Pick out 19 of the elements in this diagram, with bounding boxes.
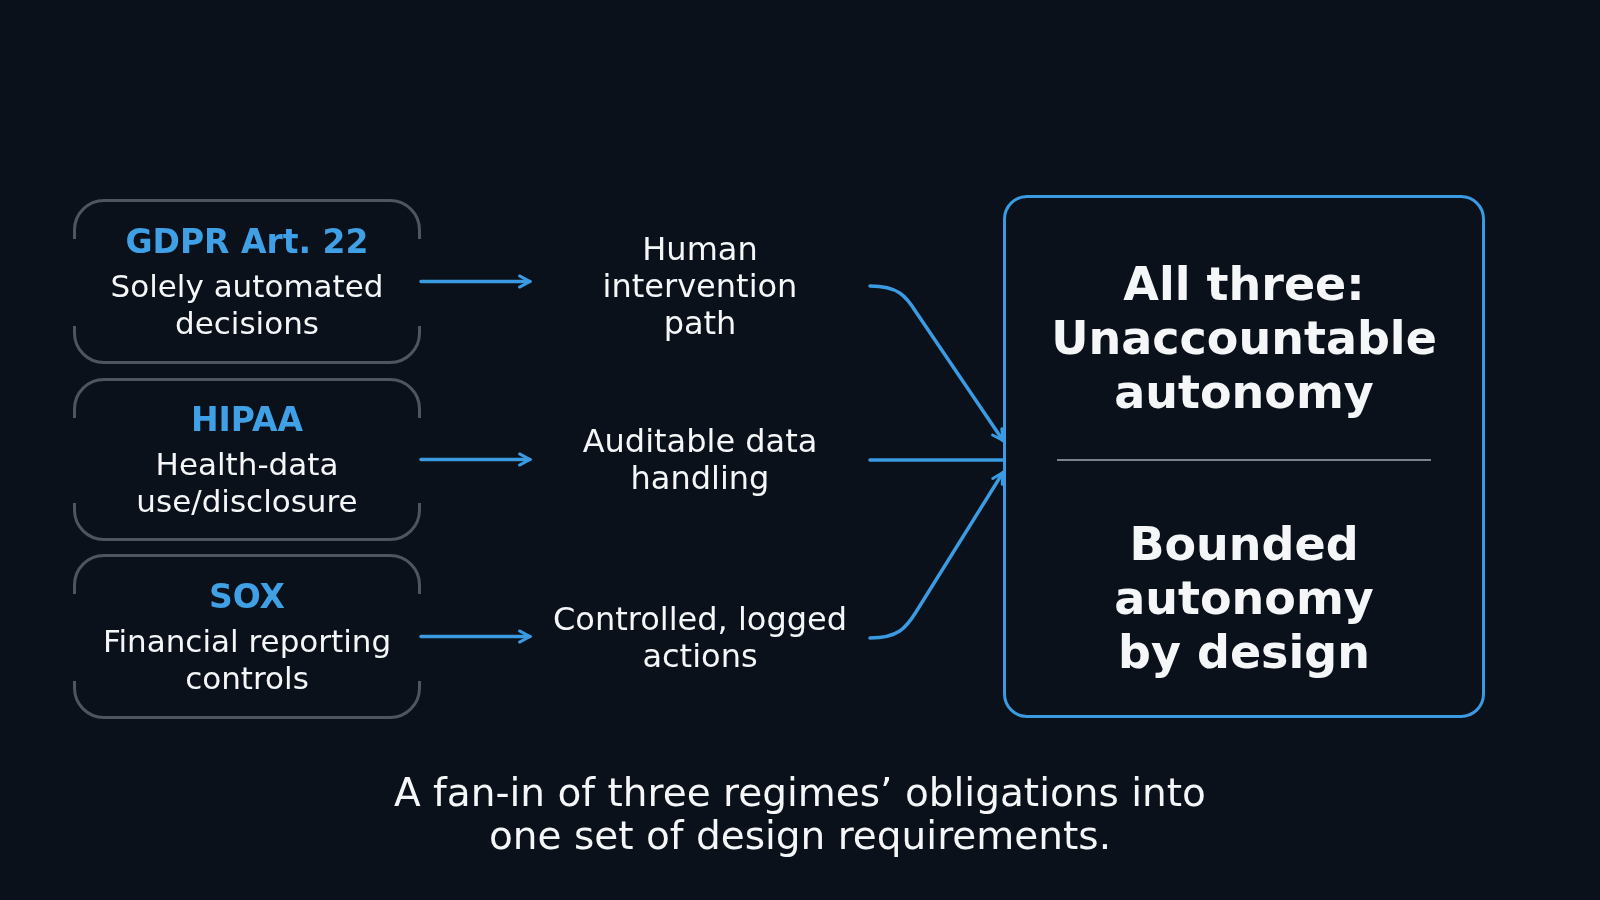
- result-panel: [1003, 195, 1485, 718]
- regime-heading: SOX: [208, 576, 286, 617]
- arrow: [419, 452, 532, 467]
- panel-heading: All three: Unaccountable autonomy: [1050, 257, 1438, 419]
- regime-heading: HIPAA: [190, 399, 304, 440]
- arrow: [419, 629, 532, 644]
- caption-text: A fan-in of three regimes’ obligations into one set of design requirements.: [393, 771, 1207, 857]
- step-label: Human intervention path: [601, 230, 799, 342]
- arrow: [419, 274, 532, 289]
- regime-description: Financial reporting controls: [101, 622, 393, 697]
- regime-description: Solely automated decisions: [109, 267, 385, 342]
- arrow: [868, 284, 1005, 443]
- step-label: Controlled, logged actions: [552, 601, 848, 675]
- regime-heading: GDPR Art. 22: [125, 221, 369, 262]
- arrow: [868, 470, 1005, 640]
- connector-line: [868, 458, 1005, 462]
- step-label: Auditable data handling: [581, 423, 819, 497]
- panel-text: Bounded autonomy by design: [1113, 517, 1375, 679]
- regime-description: Health-data use/disclosure: [135, 445, 359, 520]
